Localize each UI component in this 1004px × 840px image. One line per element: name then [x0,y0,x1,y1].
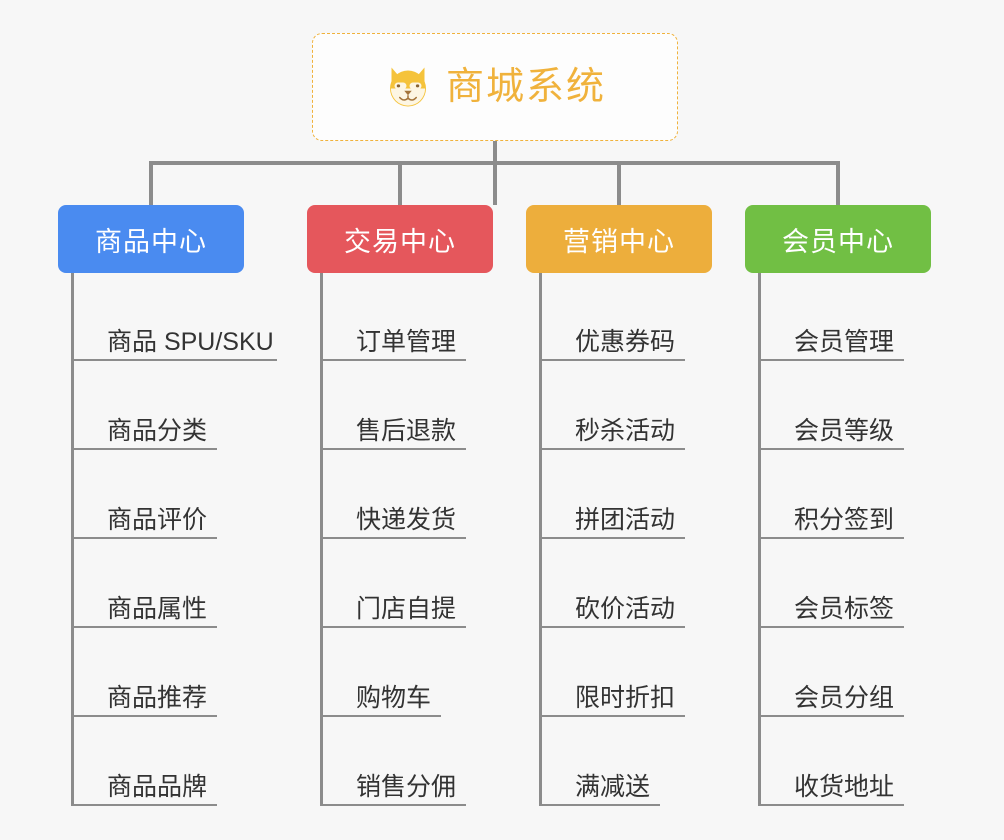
drop-connector-2 [398,161,402,207]
leaf-item[interactable]: 售后退款 [320,390,466,450]
drop-connector-3 [617,161,621,207]
branch-spine [539,273,542,806]
leaf-item-label: 商品 SPU/SKU [107,327,274,356]
leaf-item[interactable]: 会员分组 [758,657,904,717]
leaf-item-label: 快递发货 [356,505,457,534]
branch-spine [320,273,323,806]
leaf-item-label: 拼团活动 [575,505,676,534]
leaf-item[interactable]: 会员标签 [758,568,904,628]
leaf-item[interactable]: 商品 SPU/SKU [71,301,277,361]
leaf-item[interactable]: 购物车 [320,657,441,717]
leaf-item-label: 商品分类 [107,416,208,445]
leaf-item-label: 秒杀活动 [575,416,676,445]
leaf-item[interactable]: 满减送 [539,746,660,806]
leaf-item[interactable]: 砍价活动 [539,568,685,628]
leaf-item-label: 商品推荐 [107,683,208,712]
leaf-item[interactable]: 收货地址 [758,746,904,806]
leaf-item-label: 商品属性 [107,594,208,623]
leaf-item-label: 购物车 [356,683,432,712]
root-node[interactable]: 商城系统 [312,33,678,141]
leaf-item-label: 订单管理 [356,327,457,356]
branch-spine [758,273,761,806]
leaf-item-label: 会员标签 [794,594,895,623]
leaf-item[interactable]: 快递发货 [320,479,466,539]
category-label: 会员中心 [782,226,894,257]
leaf-item-label: 会员等级 [794,416,895,445]
leaf-item-label: 售后退款 [356,416,457,445]
leaf-item-label: 销售分佣 [356,772,457,801]
leaf-item[interactable]: 商品品牌 [71,746,217,806]
leaf-item-label: 满减送 [575,772,651,801]
root-stem-connector [493,141,497,205]
leaf-item[interactable]: 限时折扣 [539,657,685,717]
leaf-item[interactable]: 积分签到 [758,479,904,539]
leaf-item-label: 会员分组 [794,683,895,712]
leaf-item-label: 砍价活动 [575,594,676,623]
drop-connector-4 [836,161,840,207]
shiba-dog-face-icon [389,67,426,108]
leaf-item[interactable]: 商品评价 [71,479,217,539]
leaf-item[interactable]: 秒杀活动 [539,390,685,450]
leaf-item[interactable]: 商品推荐 [71,657,217,717]
leaf-item[interactable]: 拼团活动 [539,479,685,539]
category-box-0[interactable]: 商品中心 [58,205,244,273]
leaf-item[interactable]: 商品分类 [71,390,217,450]
leaf-item-label: 商品评价 [107,505,208,534]
category-label: 商品中心 [95,226,207,257]
leaf-item-label: 积分签到 [794,505,895,534]
leaf-item[interactable]: 会员管理 [758,301,904,361]
leaf-item-label: 门店自提 [356,594,457,623]
category-box-1[interactable]: 交易中心 [307,205,493,273]
leaf-item[interactable]: 门店自提 [320,568,466,628]
leaf-item-label: 商品品牌 [107,772,208,801]
horizontal-bus-connector [149,161,839,165]
leaf-item-label: 限时折扣 [575,683,676,712]
leaf-item[interactable]: 销售分佣 [320,746,466,806]
leaf-item-label: 优惠券码 [575,327,676,356]
leaf-item-label: 收货地址 [794,772,895,801]
root-title: 商城系统 [445,66,606,108]
category-label: 交易中心 [344,226,456,257]
leaf-item[interactable]: 会员等级 [758,390,904,450]
leaf-item[interactable]: 商品属性 [71,568,217,628]
leaf-item[interactable]: 优惠券码 [539,301,685,361]
branch-spine [71,273,74,806]
category-box-3[interactable]: 会员中心 [745,205,931,273]
leaf-item[interactable]: 订单管理 [320,301,466,361]
category-label: 营销中心 [563,226,675,257]
drop-connector-1 [149,161,153,207]
leaf-item-label: 会员管理 [794,327,895,356]
category-box-2[interactable]: 营销中心 [526,205,712,273]
